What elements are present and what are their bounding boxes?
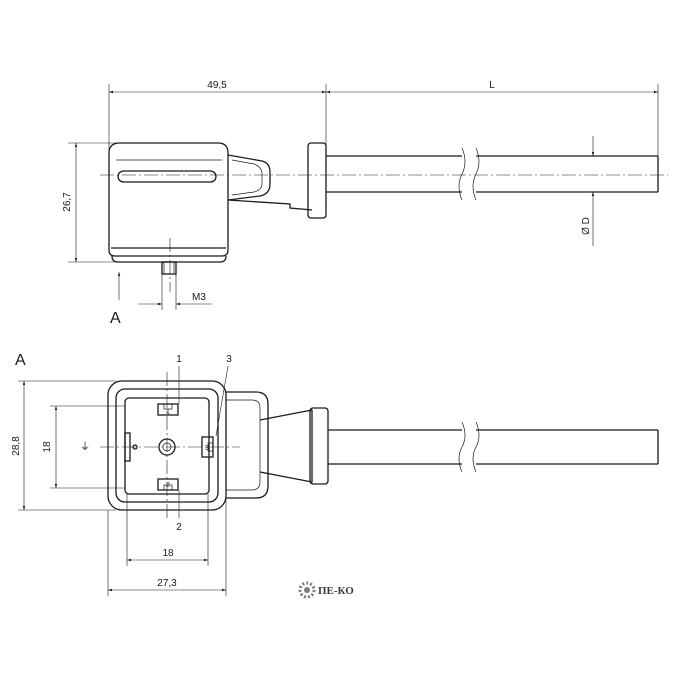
- cable-break-right: [472, 147, 480, 201]
- dim-thread-label: M3: [192, 292, 206, 303]
- pin-3-label: 3: [226, 354, 232, 365]
- dim-outer-width-label: 27,3: [157, 578, 177, 589]
- dim-inner-height-label: 18: [42, 441, 53, 453]
- pin-1-label: 1: [176, 354, 182, 365]
- dim-width-label: 49,5: [207, 80, 227, 91]
- gland-taper: [227, 199, 313, 211]
- dim-inner-width-label: 18: [162, 548, 174, 559]
- dim-length-label: L: [489, 80, 495, 91]
- screw-thread: [163, 262, 175, 274]
- body-bottom-lip: [111, 255, 227, 263]
- pin-1-notch: [163, 403, 173, 410]
- housing-lug: [226, 391, 269, 499]
- view-a-title: A: [15, 352, 26, 369]
- view-a-break-right: [472, 421, 480, 473]
- logo-text: ПЕ-КО: [318, 585, 354, 597]
- pin-3-leader: [215, 365, 229, 437]
- pin-3-notch: [207, 442, 214, 452]
- dim-outer-height-label: 28,8: [11, 436, 22, 456]
- earth-symbol: ⏚: [80, 441, 90, 453]
- view-marker: A: [110, 310, 121, 327]
- dim-diameter-label: Ø D: [581, 217, 592, 235]
- center-screw-inner: [162, 442, 172, 452]
- pin-2-notch: [163, 484, 173, 491]
- logo-gear-hub: [304, 587, 310, 593]
- cable-flange: [307, 142, 327, 219]
- cable-break-left: [458, 147, 466, 201]
- company-logo: ПЕ-КО: [298, 581, 354, 599]
- pin-3-mark: 3: [205, 445, 209, 452]
- front-view-a: A 1 2 3: [11, 352, 659, 596]
- gland-inner: [231, 159, 263, 196]
- earth-contact: [124, 432, 131, 462]
- body-slot: [117, 170, 217, 183]
- earth-dot: [132, 444, 138, 450]
- dim-height-label: 26,7: [62, 192, 73, 212]
- cable-gland: [227, 154, 271, 201]
- view-a-break-left: [458, 421, 466, 473]
- view-a-gland: [259, 409, 313, 483]
- screw-shank: [161, 261, 177, 275]
- connector-body: [108, 142, 229, 257]
- logo-gear-icon: [298, 581, 316, 599]
- side-view: 49,5 L 26,7 Ø D M3 A: [62, 80, 668, 327]
- center-screw-outer: [158, 438, 176, 456]
- housing-lug-inner: [226, 399, 261, 491]
- pin-2-label: 2: [176, 522, 182, 533]
- pin-2-mark: 2: [166, 482, 170, 489]
- view-a-flange: [309, 407, 329, 485]
- pin-1-mark: 1: [166, 409, 170, 416]
